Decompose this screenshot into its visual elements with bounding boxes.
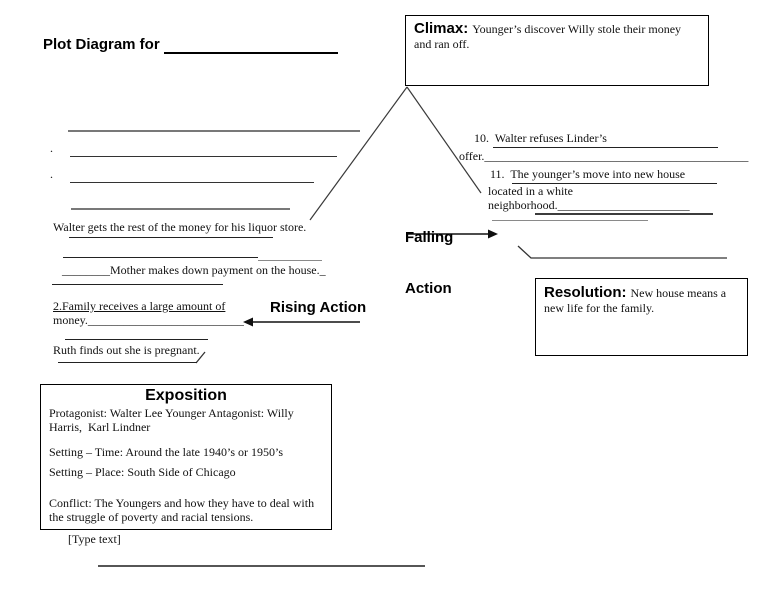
walter-liquor-underline xyxy=(69,237,273,238)
blank-line-2 xyxy=(70,156,337,157)
falling-extra-line-2 xyxy=(492,220,648,221)
bottom-rule xyxy=(98,565,425,567)
item11-neighborhood-text: neighborhood.______________________ xyxy=(488,198,690,212)
exposition-protagonist: Protagonist: Walter Lee Younger Antagoni… xyxy=(49,406,297,434)
climax-heading: Climax: xyxy=(414,20,469,37)
family-line-above xyxy=(52,284,223,285)
ruth-pregnant-text: Ruth finds out she is pregnant. xyxy=(53,343,200,357)
ruth-line-below xyxy=(58,362,197,363)
falling-action-arrow-head xyxy=(488,229,498,239)
list-dot-2: . xyxy=(50,167,53,181)
mother-line-above xyxy=(63,257,258,258)
falling-action-label-line2: Action xyxy=(405,280,452,297)
falling-diagonal-line xyxy=(406,86,482,194)
rising-action-arrow-head xyxy=(243,317,253,327)
rising-diagonal-line xyxy=(309,86,408,221)
falling-action-label-line1: Falling xyxy=(405,229,454,246)
page-title-text: Plot Diagram for xyxy=(43,36,160,53)
page-title: Plot Diagram for xyxy=(43,36,338,54)
family-money-text-line2: money.__________________________ xyxy=(53,313,244,327)
exposition-heading: Exposition xyxy=(145,387,227,404)
blank-line-3 xyxy=(70,182,314,183)
falling-extra-line-1 xyxy=(535,213,713,215)
item10-underline xyxy=(493,147,718,148)
blank-line-4 xyxy=(71,208,290,210)
item10-offer-text: offer.__________________________________… xyxy=(459,149,749,163)
item10-text: 10. Walter refuses Linder’s xyxy=(474,131,607,145)
exposition-box: Exposition Protagonist: Walter Lee Young… xyxy=(40,384,332,530)
resolution-connector-line xyxy=(517,245,727,259)
item11-text: 11. The younger’s move into new house xyxy=(490,167,686,181)
item11-located-text: located in a white xyxy=(488,184,573,198)
ruth-line-above xyxy=(65,339,208,340)
list-dot-1: . xyxy=(50,141,53,155)
exposition-conflict: Conflict: The Youngers and how they have… xyxy=(49,496,315,524)
climax-text: Younger’s discover Willy stole their mon… xyxy=(414,22,682,51)
resolution-text: New house means a new life for the famil… xyxy=(544,286,727,315)
family-money-text-line1: 2.Family receives a large amount of xyxy=(53,299,226,313)
resolution-heading: Resolution: xyxy=(544,284,627,301)
item11-underline xyxy=(512,183,717,184)
walter-liquor-text: Walter gets the rest of the money for hi… xyxy=(53,220,307,234)
exposition-setting-place: Setting – Place: South Side of Chicago xyxy=(49,465,236,479)
title-blank-line xyxy=(163,36,338,54)
rising-action-label: Rising Action xyxy=(270,299,367,316)
mother-payment-text: ________Mother makes down payment on the… xyxy=(62,263,326,277)
mother-line-above-2 xyxy=(258,260,322,261)
falling-action-label: Falling Action xyxy=(405,195,453,331)
resolution-box: Resolution: New house means a new life f… xyxy=(535,278,748,356)
blank-line-1 xyxy=(68,130,360,132)
exposition-setting-time: Setting – Time: Around the late 1940’s o… xyxy=(49,445,284,459)
type-text-placeholder[interactable]: [Type text] xyxy=(68,532,121,546)
climax-box: Climax: Younger’s discover Willy stole t… xyxy=(405,15,709,86)
